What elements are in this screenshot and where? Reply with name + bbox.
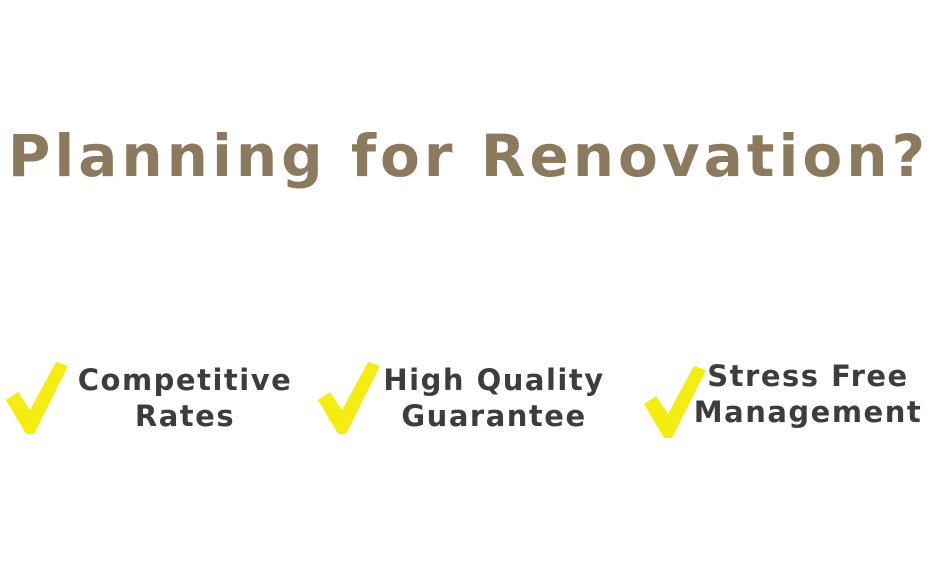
checkmark-icon xyxy=(644,366,706,438)
feature-competitive-rates: Competitive Rates xyxy=(4,358,304,448)
feature-line-2: Rates xyxy=(134,399,236,433)
headline: Planning for Renovation? xyxy=(7,122,930,190)
feature-line-1: High Quality xyxy=(383,363,605,397)
checkmark-icon xyxy=(318,362,380,434)
checkmark-icon xyxy=(6,362,68,434)
feature-stress-free-management: Stress Free Management xyxy=(642,358,934,448)
feature-label: High Quality Guarantee xyxy=(372,362,616,434)
feature-label: Competitive Rates xyxy=(62,362,308,434)
feature-line-1: Stress Free xyxy=(707,359,909,393)
feature-line-2: Management xyxy=(693,395,923,429)
feature-high-quality-guarantee: High Quality Guarantee xyxy=(316,358,616,448)
feature-line-1: Competitive xyxy=(77,363,293,397)
feature-line-2: Guarantee xyxy=(401,399,587,433)
feature-label: Stress Free Management xyxy=(682,358,934,430)
